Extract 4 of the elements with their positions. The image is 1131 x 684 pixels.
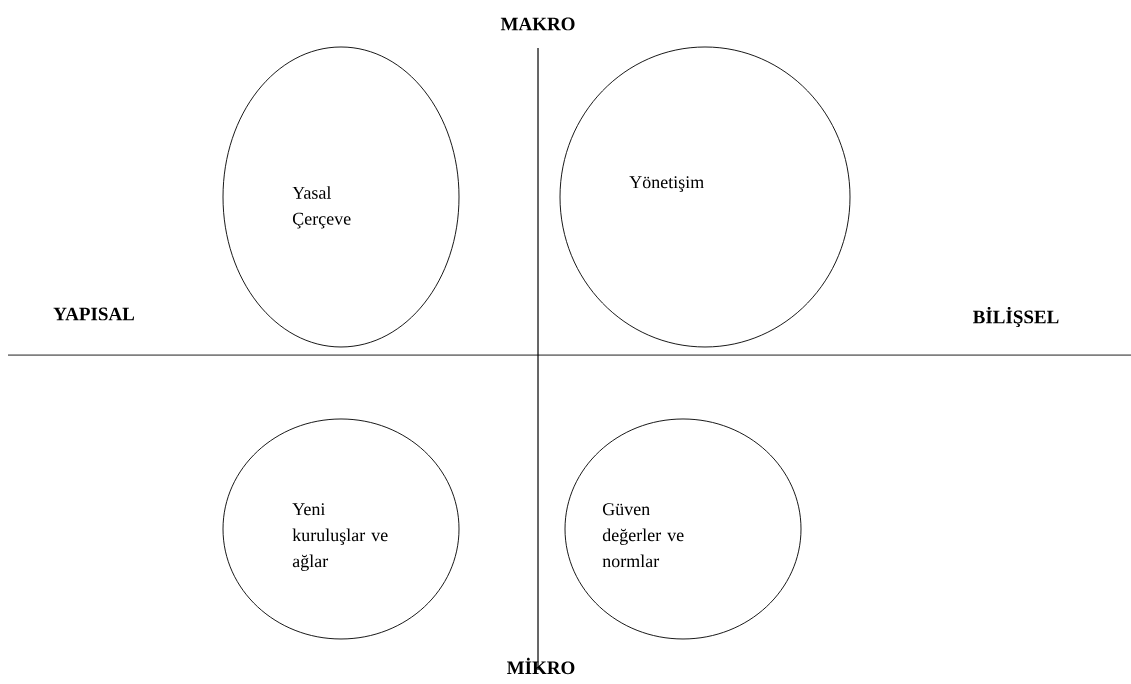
axis-label: MİKRO: [507, 657, 575, 675]
axis-label: BİLİŞSEL: [973, 306, 1059, 328]
axis-label: MAKRO: [500, 17, 575, 31]
axis-label: YAPISAL: [53, 307, 135, 321]
